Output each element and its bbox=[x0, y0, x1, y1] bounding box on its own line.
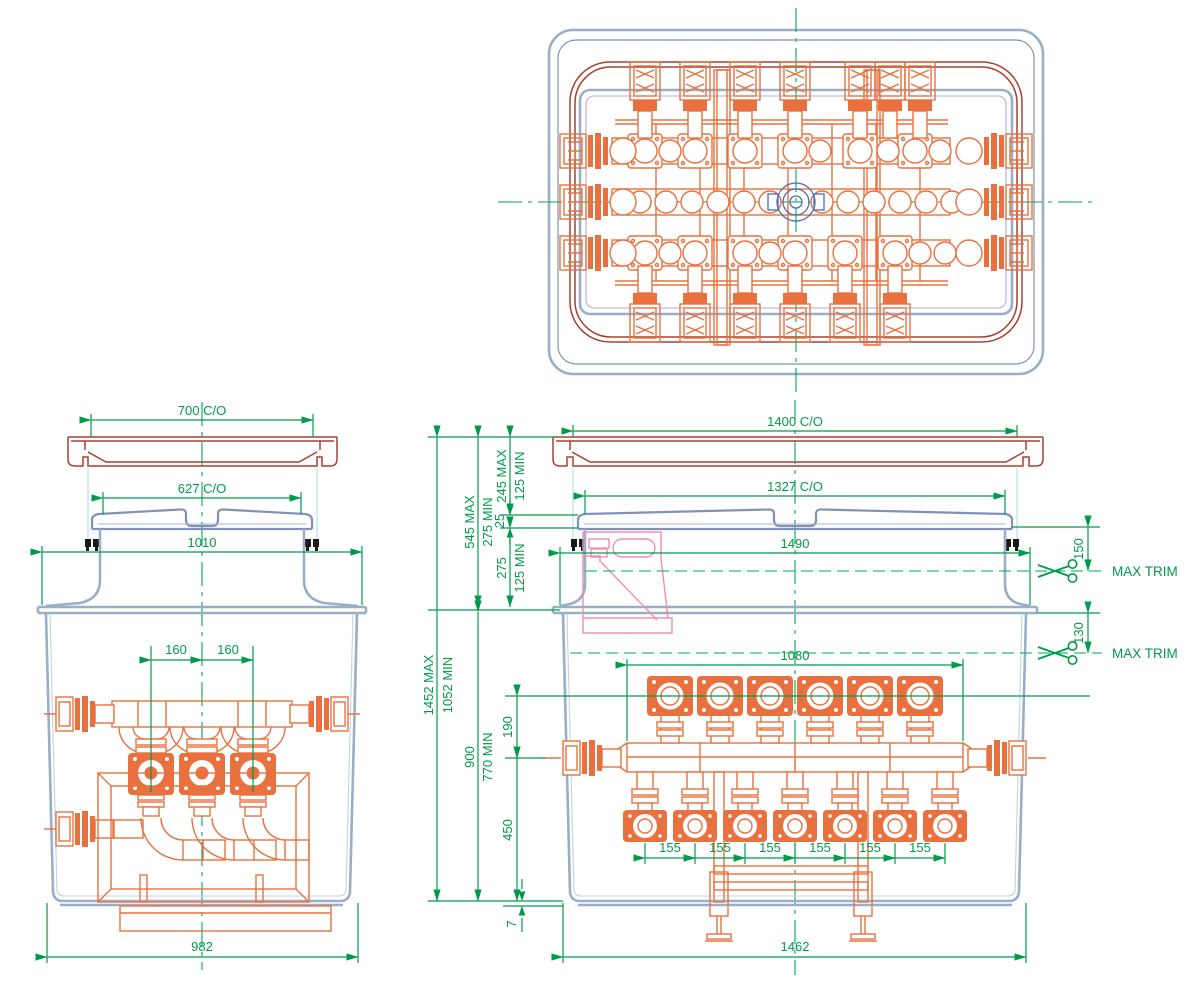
dim-1490: 1490 bbox=[781, 536, 810, 551]
plan-view bbox=[498, 8, 1093, 396]
max-trim-lines: MAX TRIM MAX TRIM bbox=[570, 558, 1178, 666]
dim-160-right: 160 bbox=[217, 642, 239, 657]
dim-1010: 1010 bbox=[188, 535, 217, 550]
lower-pipe-stub bbox=[112, 819, 144, 839]
dim-982: 982 bbox=[191, 939, 213, 954]
dim-275: 275 bbox=[494, 557, 509, 579]
dim-155-6: 155 bbox=[909, 840, 931, 855]
plan-middle-ports bbox=[628, 190, 964, 214]
right-dimensions: 1400 C/O 1327 C/O 1490 1080 1462 155 155… bbox=[421, 414, 1100, 963]
left-internal-frame bbox=[97, 772, 310, 903]
dim-627-co: 627 C/O bbox=[178, 481, 226, 496]
dim-190: 190 bbox=[500, 716, 515, 738]
left-access-lid bbox=[90, 508, 314, 531]
max-trim-label-top: MAX TRIM bbox=[1112, 564, 1178, 579]
dim-160-left: 160 bbox=[165, 642, 187, 657]
right-elevation: MAX TRIM MAX TRIM 1400 C/O 1327 C/O 1490… bbox=[421, 400, 1178, 975]
dim-450: 450 bbox=[500, 819, 515, 841]
dim-125-min-lower: 125 MIN bbox=[512, 543, 527, 592]
right-access-lid bbox=[576, 508, 1014, 531]
dim-1400-co: 1400 C/O bbox=[767, 414, 823, 429]
max-trim-label-bottom: MAX TRIM bbox=[1112, 646, 1178, 661]
dim-130: 130 bbox=[1071, 622, 1086, 644]
plan-top-ports bbox=[627, 133, 952, 169]
dim-1080: 1080 bbox=[781, 648, 810, 663]
left-dimensions: 700 C/O 627 C/O 1010 160 160 982 bbox=[30, 403, 363, 963]
dim-545-max: 545 MAX bbox=[462, 495, 477, 549]
dim-1052-min: 1052 MIN bbox=[440, 657, 455, 713]
left-extension-lines-cyan bbox=[87, 468, 318, 545]
right-cover-frame bbox=[552, 436, 1044, 467]
dim-1327-co: 1327 C/O bbox=[767, 479, 823, 494]
plan-center-fitting bbox=[767, 182, 825, 222]
dim-25: 25 bbox=[492, 514, 507, 528]
right-extension-lines-cyan bbox=[572, 468, 1018, 545]
right-pipework bbox=[543, 675, 1046, 942]
left-base-plate bbox=[119, 905, 332, 932]
plan-bottom-ports bbox=[627, 235, 957, 271]
dim-1462: 1462 bbox=[781, 939, 810, 954]
left-tank-body bbox=[36, 529, 368, 907]
dim-155-4: 155 bbox=[809, 840, 831, 855]
dim-155-1: 155 bbox=[659, 840, 681, 855]
left-pipework bbox=[44, 695, 360, 932]
left-riser-elbows bbox=[118, 726, 286, 754]
dim-155-2: 155 bbox=[709, 840, 731, 855]
left-elevation: 700 C/O 627 C/O 1010 160 160 982 bbox=[30, 402, 368, 970]
dim-155-3: 155 bbox=[759, 840, 781, 855]
left-cover-frame bbox=[67, 436, 338, 467]
dim-275-min: 275 MIN bbox=[480, 497, 495, 546]
dim-245-max: 245 MAX bbox=[494, 449, 509, 503]
dim-125-min-upper: 125 MIN bbox=[512, 451, 527, 500]
dim-7: 7 bbox=[504, 920, 519, 927]
dim-900: 900 bbox=[462, 746, 477, 768]
dim-770-min: 770 MIN bbox=[480, 732, 495, 781]
dim-1452-max: 1452 MAX bbox=[421, 654, 436, 715]
plan-pipework bbox=[559, 61, 1033, 346]
right-tank-body bbox=[551, 529, 1039, 907]
dim-700-co: 700 C/O bbox=[178, 403, 226, 418]
dim-155-5: 155 bbox=[859, 840, 881, 855]
dim-150: 150 bbox=[1071, 538, 1086, 560]
